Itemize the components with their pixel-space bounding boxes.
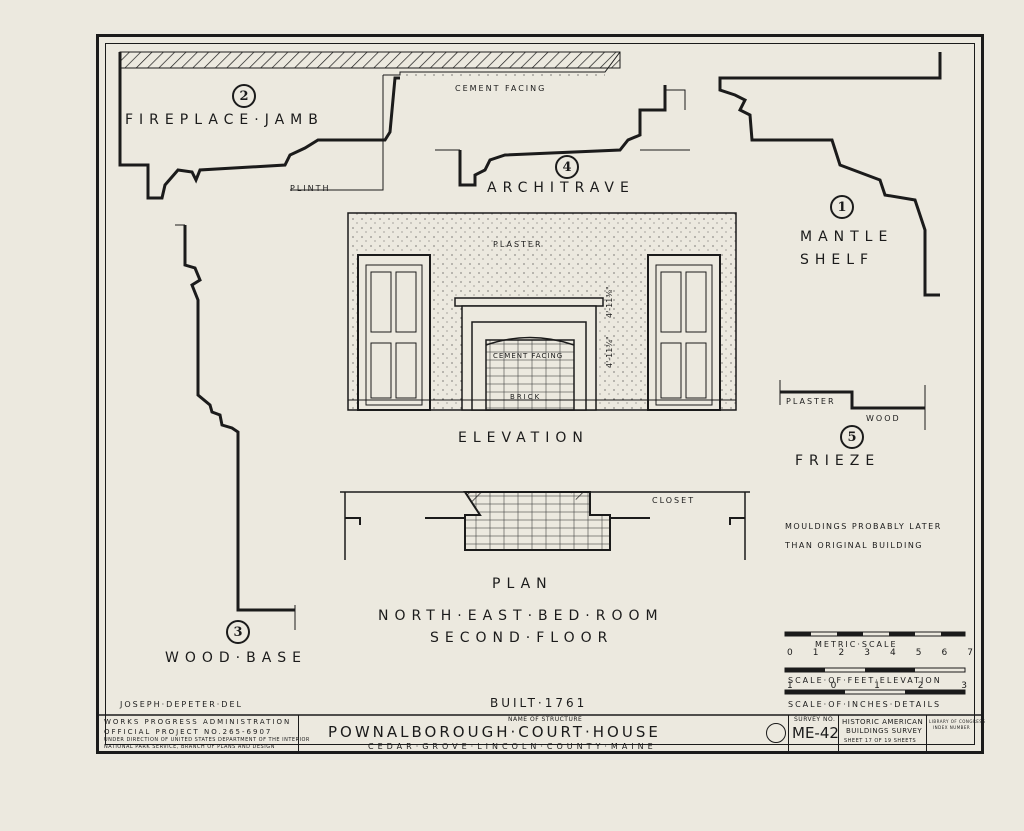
- tick: 6: [941, 648, 948, 658]
- wpa-line-3: UNDER DIRECTION OF UNITED STATES DEPARTM…: [104, 737, 310, 743]
- tick: 3: [961, 681, 967, 691]
- plinth-label: PLINTH: [290, 184, 331, 193]
- sheet-number: SHEET 17 OF 19 SHEETS: [844, 738, 917, 744]
- cement-facing-inner-label: CEMENT FACING: [493, 352, 564, 360]
- survey-caption: SURVEY NO.: [794, 716, 836, 723]
- habs-line-1: HISTORIC AMERICAN: [842, 718, 924, 726]
- inches-scale-label: SCALE·OF·INCHES·DETAILS: [788, 700, 942, 709]
- wpa-line-4: NATIONAL PARK SERVICE, BRANCH OF PLANS A…: [104, 744, 275, 750]
- tick: 1: [812, 648, 819, 658]
- callout-5-circle: 5: [840, 425, 864, 449]
- room-title-2: SECOND·FLOOR: [430, 630, 614, 646]
- wood-base-label: WOOD·BASE: [165, 650, 308, 666]
- seal-icon: [766, 723, 786, 743]
- loc-line-2: INDEX NUMBER: [933, 725, 971, 730]
- fireplace-jamb-label: FIREPLACE·JAMB: [125, 112, 324, 128]
- callout-1-circle: 1: [830, 195, 854, 219]
- survey-number: ME-42: [792, 724, 839, 742]
- drawing-sheet-border: [96, 34, 984, 754]
- wpa-line-1: WORKS PROGRESS ADMINISTRATION: [104, 718, 292, 726]
- tick: 0: [787, 648, 793, 658]
- loc-line-1: LIBRARY OF CONGRESS: [929, 719, 986, 724]
- dim-top: 4'-11⅜": [605, 286, 614, 318]
- metric-scale-label: METRIC·SCALE: [815, 640, 898, 649]
- closet-label: CLOSET: [652, 496, 696, 505]
- mantle-label-2: SHELF: [800, 252, 875, 268]
- tick: 4: [890, 648, 896, 658]
- frieze-profile: [779, 380, 926, 430]
- location: CEDAR·GROVE·LINCOLN·COUNTY·MAINE: [368, 742, 657, 751]
- structure-name: POWNALBOROUGH·COURT·HOUSE: [328, 723, 661, 741]
- frieze-plaster-label: PLASTER: [786, 397, 836, 406]
- frieze-label: FRIEZE: [795, 453, 881, 469]
- mantle-label-1: MANTLE: [800, 229, 894, 245]
- elevation-drawing: [347, 212, 737, 411]
- habs-cell: HISTORIC AMERICAN BUILDINGS SURVEY SHEET…: [838, 715, 927, 752]
- scale-bars: [784, 631, 966, 695]
- room-title-1: NORTH·EAST·BED·ROOM: [378, 608, 664, 624]
- tick: 5: [915, 648, 922, 658]
- feet-scale-label: SCALE·OF·FEET·ELEVATION: [788, 676, 942, 685]
- plan-drawing: [340, 491, 750, 560]
- wpa-line-2: OFFICIAL PROJECT NO.265-6907: [104, 728, 273, 736]
- mantle-shelf-profile: [718, 52, 942, 297]
- wood-base-profile: [175, 224, 296, 630]
- dim-height: 4'-11¾": [605, 336, 614, 368]
- plaster-label: PLASTER: [493, 240, 543, 249]
- wpa-cell: WORKS PROGRESS ADMINISTRATION OFFICIAL P…: [96, 715, 309, 752]
- title-block: WORKS PROGRESS ADMINISTRATION OFFICIAL P…: [96, 715, 985, 754]
- fireplace-jamb-profile: [118, 51, 621, 200]
- metric-ticks: 0 1 2 3 4 5 6 7: [787, 648, 973, 658]
- plan-label: PLAN: [492, 576, 553, 592]
- tick: 3: [864, 648, 870, 658]
- delineator-label: JOSEPH·DEPETER·DEL: [120, 700, 243, 709]
- callout-4-circle: 4: [555, 155, 579, 179]
- structure-cell: NAME OF STRUCTURE POWNALBOROUGH·COURT·HO…: [298, 715, 789, 752]
- tick: 0: [830, 681, 837, 691]
- feet-ticks: 1 0 1 2 3: [787, 681, 967, 691]
- elevation-label: ELEVATION: [458, 430, 589, 446]
- architrave-label: ARCHITRAVE: [487, 180, 635, 196]
- architrave-profile: [435, 85, 690, 187]
- survey-cell: SURVEY NO. ME-42: [788, 715, 839, 752]
- loc-cell: LIBRARY OF CONGRESS INDEX NUMBER: [926, 715, 985, 752]
- callout-2-circle: 2: [232, 84, 256, 108]
- tick: 2: [917, 681, 924, 691]
- tick: 7: [967, 648, 973, 658]
- tick: 1: [874, 681, 880, 691]
- mouldings-note-2: THAN ORIGINAL BUILDING: [785, 541, 923, 550]
- callout-3-circle: 3: [226, 620, 250, 644]
- frieze-wood-label: WOOD: [866, 414, 901, 423]
- cement-facing-label: CEMENT FACING: [455, 84, 547, 93]
- mouldings-note-1: MOULDINGS PROBABLY LATER: [785, 522, 942, 531]
- tick: 2: [838, 648, 845, 658]
- built-date: BUILT·1761: [490, 696, 588, 710]
- habs-line-2: BUILDINGS SURVEY: [846, 727, 923, 735]
- brick-label: BRICK: [510, 393, 542, 401]
- tick: 1: [787, 681, 793, 691]
- name-caption: NAME OF STRUCTURE: [508, 716, 583, 723]
